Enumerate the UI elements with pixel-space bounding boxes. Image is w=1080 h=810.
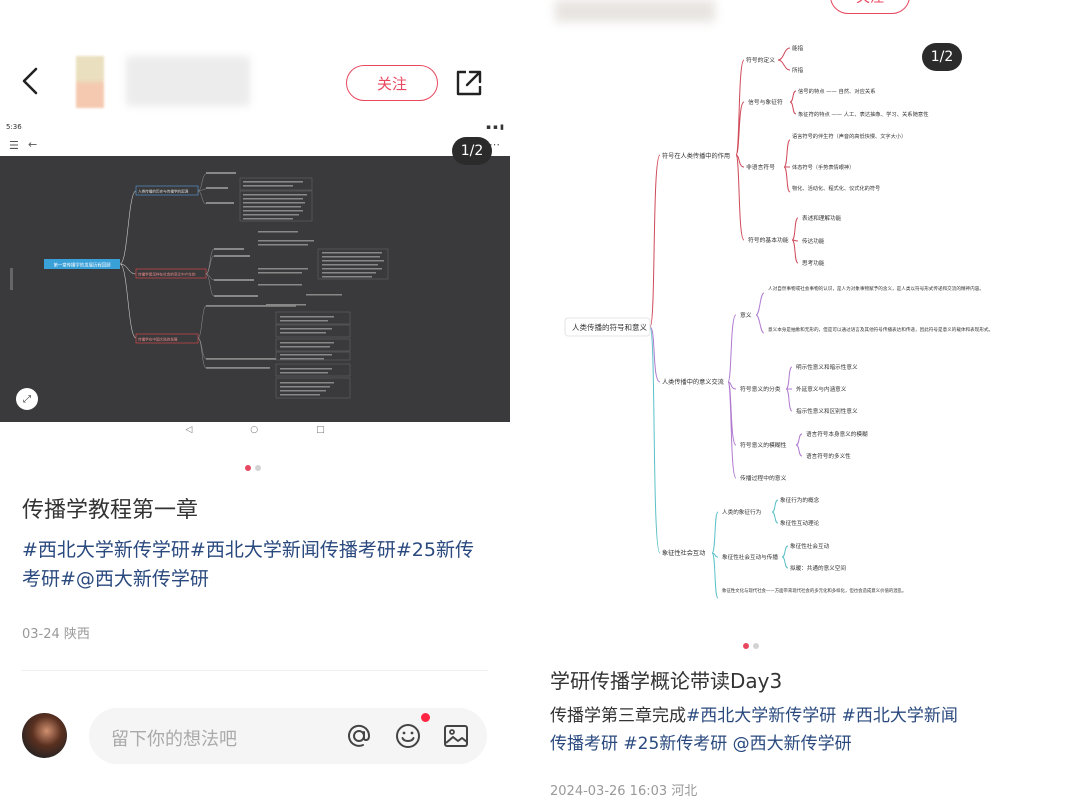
sec2-item3-child1: 语言符号本身意义的模糊 bbox=[806, 430, 868, 438]
mindmap-root-text: 人类传播的符号和意义 bbox=[572, 322, 647, 332]
image-toolbar: ☰ ← ⋯ bbox=[0, 136, 510, 156]
branch-2-label: 传播学是怎样在社会的变迁中产生的 bbox=[138, 272, 196, 277]
sec1-item2-child1: 信号的特点 —— 自然、对应关系 bbox=[798, 87, 876, 95]
mindmap-light[interactable]: 人类传播的符号和意义 符号在人类传播中的作用 符号的定义 能指 所指 信号与象征… bbox=[540, 30, 1010, 630]
mention-icon[interactable] bbox=[343, 720, 375, 752]
carousel-dot-active[interactable] bbox=[743, 643, 749, 649]
post-body-right: 传播学第三章完成#西北大学新传学研 #西北大学新闻传播考研 #25新传考研 @西… bbox=[550, 702, 970, 758]
branch-1-node bbox=[135, 185, 199, 196]
sec3-item2: 象征性社会互动与传播 bbox=[722, 553, 778, 561]
sec1-item2: 信号与象征符 bbox=[748, 98, 783, 106]
back-arrow-icon[interactable] bbox=[14, 64, 48, 98]
sec2-item2-child2: 外延意义与内涵意义 bbox=[796, 385, 847, 393]
mindmap-root-label: 第一章传播学的发展历程回顾 bbox=[53, 262, 111, 269]
divider bbox=[22, 670, 488, 671]
sec2-label: 人类传播中的意义交流 bbox=[662, 378, 724, 386]
menu-icon: ☰ bbox=[9, 139, 19, 152]
sec1-item3: 非语言符号 bbox=[746, 163, 775, 171]
sec2-item1-child1: 人对自然事物或社会事物的认识，是人为对象事物赋予的含义，是人类以符号形式传递和交… bbox=[768, 285, 984, 292]
carousel-dots-left bbox=[245, 465, 261, 471]
carousel-dot[interactable] bbox=[255, 465, 261, 471]
current-user-avatar[interactable] bbox=[22, 713, 67, 758]
sec3-item1-child2: 象征性互动理论 bbox=[780, 519, 820, 527]
image-status-icons: ▪ ▪ ▮ bbox=[486, 123, 504, 131]
sec1-item3-child3: 物化、活动化、程式化、仪式化的符号 bbox=[792, 184, 880, 192]
post-title-right: 学研传播学概论带读Day3 bbox=[550, 669, 783, 693]
comment-input[interactable]: 留下你的想法吧 bbox=[89, 708, 487, 764]
follow-button-right[interactable]: 关注 bbox=[830, 0, 910, 14]
carousel-dot-active[interactable] bbox=[245, 465, 251, 471]
sec3-item1: 人类的象征行为 bbox=[722, 508, 762, 516]
carousel-dot[interactable] bbox=[753, 643, 759, 649]
emoji-new-badge bbox=[421, 713, 430, 722]
sec1-item4-child2: 传达功能 bbox=[802, 237, 825, 245]
post-meta-left: 03-24 陕西 bbox=[22, 627, 90, 642]
sec2-item2-child1: 明示性意义和暗示性意义 bbox=[796, 363, 858, 371]
sec2-item2: 符号意义的分类 bbox=[740, 385, 781, 393]
post-body-text: 传播学第三章完成 bbox=[550, 706, 686, 726]
image-status-bar: 5:36 ▪ ▪ ▮ bbox=[0, 120, 510, 136]
image-page-indicator-left: 1/2 bbox=[452, 137, 492, 165]
more-icon: ⋯ bbox=[489, 138, 500, 151]
image-android-nav: ◁ ○ □ bbox=[0, 422, 510, 440]
sec2-item3-child2: 语言符号的多义性 bbox=[806, 452, 851, 460]
sec2-item1-child2: 意义本身是抽象和无形的，但是可以通过语言及其他符号传播表达和传递，因此符号是意义… bbox=[768, 326, 993, 333]
mindmap-root-node-light bbox=[564, 317, 651, 337]
sec2-item1: 意义 bbox=[740, 311, 752, 319]
sec1-item4: 符号的基本功能 bbox=[748, 236, 789, 244]
sec3-item1-child1: 象征行为的概念 bbox=[780, 496, 820, 504]
nav-home-icon: ○ bbox=[250, 425, 259, 435]
sec2-item4: 传播过程中的意义 bbox=[740, 474, 787, 482]
sec3-item2-child2: 拟暖：共通的意义空间 bbox=[790, 564, 846, 572]
mindmap-dark: 第一章传播学的发展历程回顾 人类传播的历史与传播学的起源 传播学是怎样在社会的变… bbox=[10, 172, 389, 399]
share-icon[interactable] bbox=[452, 66, 486, 100]
mindmap-root-node bbox=[44, 259, 120, 269]
follow-button[interactable]: 关注 bbox=[346, 65, 438, 101]
back-icon: ← bbox=[28, 138, 38, 151]
sec3-item2-child1: 象征性社会互动 bbox=[790, 542, 830, 550]
mindmap-canvas-dark: 第一章传播学的发展历程回顾 人类传播的历史与传播学的起源 传播学是怎样在社会的变… bbox=[0, 156, 510, 422]
right-post bbox=[520, 0, 1080, 810]
post-tags-left[interactable]: #西北大学新传学研#西北大学新闻传播考研#25新传考研#@西大新传学研 bbox=[22, 539, 474, 590]
author-avatar[interactable] bbox=[76, 56, 104, 108]
author-name[interactable] bbox=[126, 56, 250, 106]
sec1-item4-child1: 表述和理解功能 bbox=[802, 214, 842, 222]
post-meta-right: 2024-03-26 16:03 河北 bbox=[550, 784, 698, 799]
sec1-item4-child3: 思考功能 bbox=[802, 259, 825, 267]
sec2-item3: 符号意义的模糊性 bbox=[740, 441, 787, 449]
branch-3-label: 传播学在中国大陆的发展 bbox=[138, 337, 178, 342]
branch-2-node bbox=[135, 268, 207, 279]
image-page-indicator-right: 1/2 bbox=[922, 43, 962, 71]
carousel-dots-right bbox=[743, 643, 759, 649]
comment-placeholder: 留下你的想法吧 bbox=[111, 729, 237, 750]
sec2-item2-child3: 指示性意义和区别性意义 bbox=[796, 407, 858, 415]
sec1-item3-child2: 体态符号（手势表情眼神） bbox=[792, 163, 854, 171]
sec1-item1-child2: 所指 bbox=[792, 66, 804, 74]
author-header-blurred bbox=[555, 0, 715, 22]
sec1-item1: 符号的定义 bbox=[746, 56, 775, 64]
sec1-item3-child1: 语言符号的伴生符（声音的高低快慢、文字大小） bbox=[792, 132, 906, 140]
image-status-time: 5:36 bbox=[6, 123, 22, 131]
post-image-left[interactable]: 5:36 ▪ ▪ ▮ ☰ ← ⋯ 第一章传播学的发展历程回顾 人类传播的历史与传… bbox=[0, 120, 510, 440]
sec3-label: 象征性社会互动 bbox=[662, 549, 705, 557]
branch-1-label: 人类传播的历史与传播学的起源 bbox=[138, 189, 189, 194]
image-expand-icon: ⤢ bbox=[16, 388, 38, 410]
nav-back-icon: ◁ bbox=[185, 425, 193, 435]
share-icon-right[interactable] bbox=[922, 0, 950, 10]
nav-recent-icon: □ bbox=[316, 425, 325, 435]
image-upload-icon[interactable] bbox=[440, 720, 472, 752]
post-tags-right[interactable]: #西北大学新传学研 #西北大学新闻传播考研 #25新传考研 @西大新传学研 bbox=[550, 706, 958, 754]
emoji-icon[interactable] bbox=[392, 720, 424, 752]
sec1-label: 符号在人类传播中的作用 bbox=[662, 152, 730, 160]
post-title-left: 传播学教程第一章 bbox=[22, 498, 199, 523]
sec3-item3: 象征性文化与现代社会——方面带来现代社会的多元化和多样化，但也会造成意义价值的混… bbox=[722, 587, 906, 594]
branch-3-node bbox=[135, 333, 199, 344]
sec1-item1-child1: 能指 bbox=[792, 44, 804, 52]
sec1-item2-child2: 象征符的特点 —— 人工、表达抽象、学习、关系随意性 bbox=[798, 110, 929, 118]
